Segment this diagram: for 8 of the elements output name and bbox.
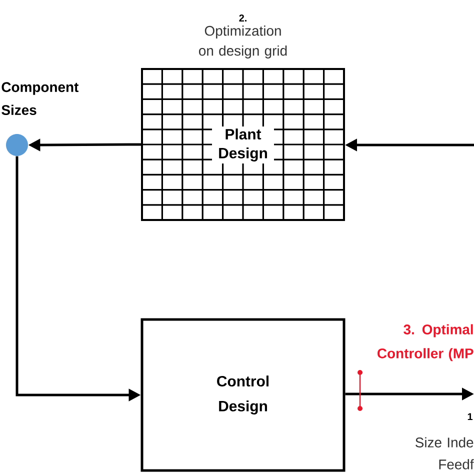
grid-box: Plant Design — [141, 68, 345, 221]
node-heading: Optimization on design grid — [199, 26, 287, 58]
node-caption: Component Sizes — [2, 82, 78, 115]
note-text: Size Inde Feedf — [416, 437, 474, 470]
process-box: Control Design — [140, 318, 346, 472]
callout-label: 3. Optimal Controller (MP — [378, 324, 474, 362]
step-number: 1 — [468, 413, 473, 420]
step-number: 2. — [239, 14, 246, 22]
